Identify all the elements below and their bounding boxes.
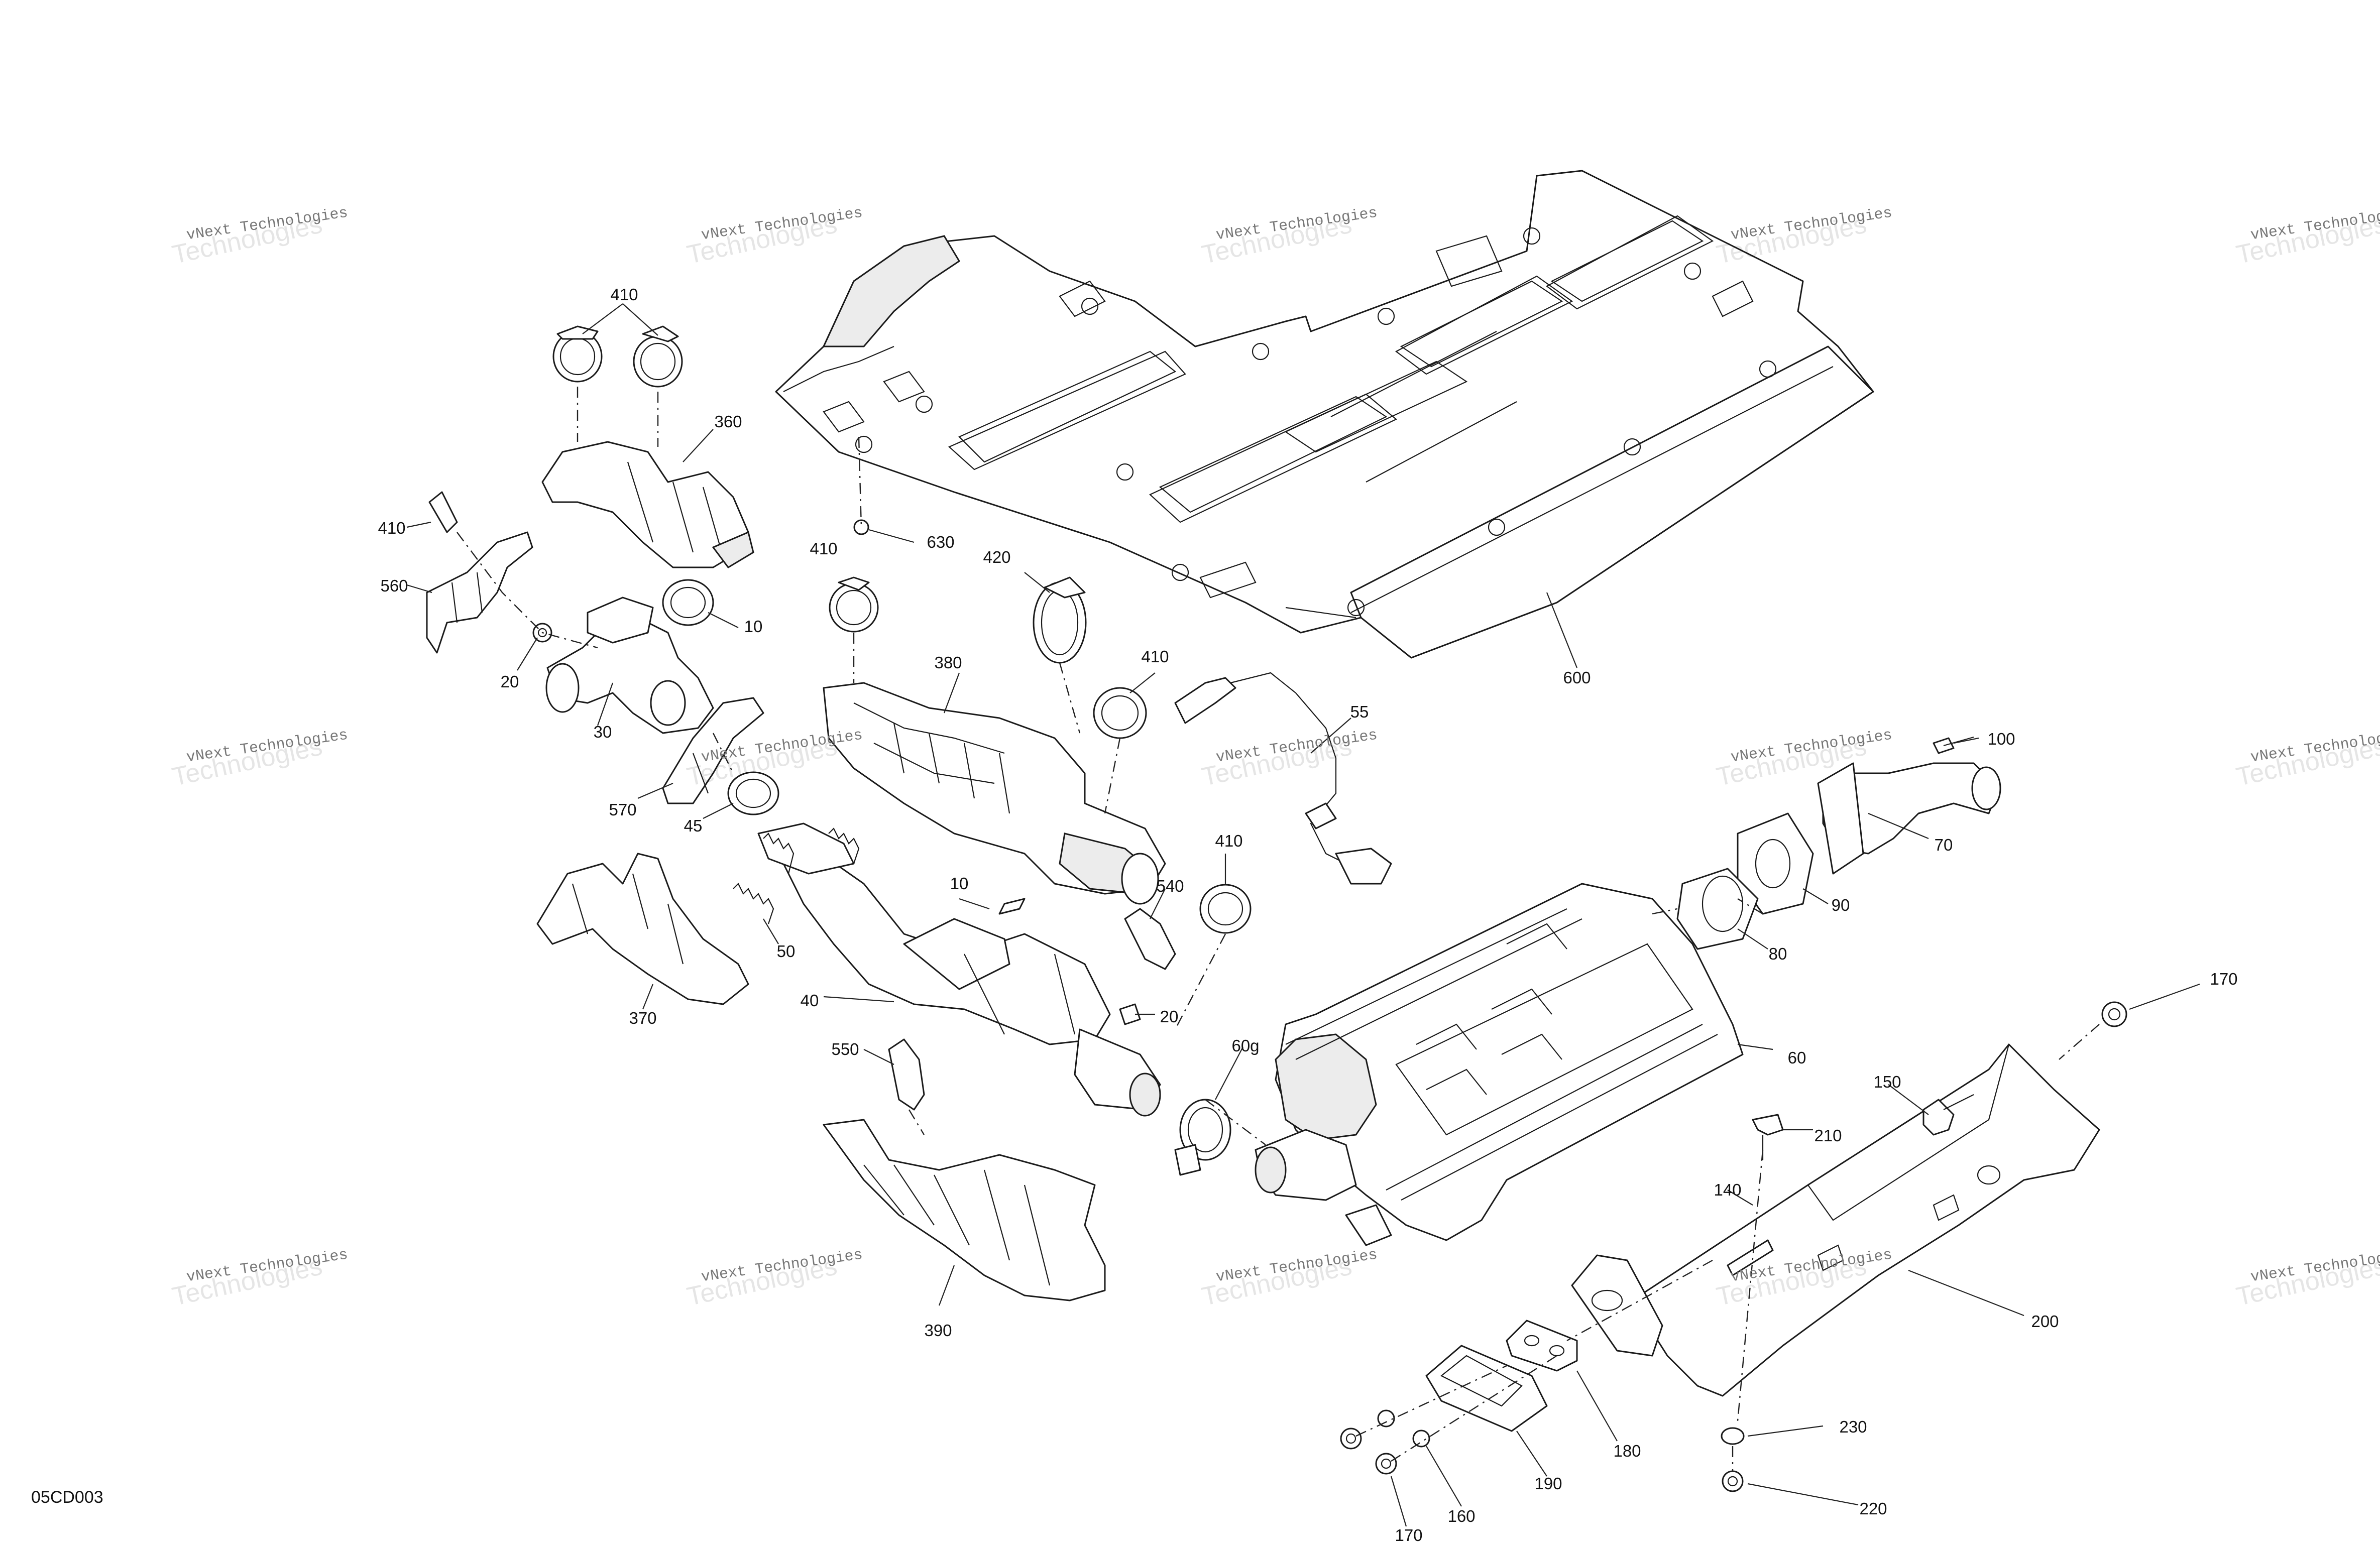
isolator-180 <box>1506 1320 1578 1372</box>
callout-410: 410 <box>810 539 838 558</box>
o2-sensor-55 <box>1174 672 1392 885</box>
bracket-200 <box>1571 1043 2100 1397</box>
shield-560 <box>426 531 533 654</box>
exhaust-pipe-40 <box>757 822 1161 1117</box>
callout-600: 600 <box>1563 668 1591 687</box>
callout-160: 160 <box>1447 1507 1476 1525</box>
callout-210: 210 <box>1814 1126 1842 1145</box>
heat-shield-380 <box>823 682 1166 905</box>
clamp-420 <box>1033 576 1087 664</box>
callout-380: 380 <box>934 653 962 672</box>
callout-190: 190 <box>1534 1474 1562 1493</box>
callout-10: 10 <box>950 874 969 893</box>
callout-560: 560 <box>380 576 408 595</box>
callout-220: 220 <box>1859 1499 1887 1518</box>
clamps-410 <box>428 325 1252 934</box>
springs-50 <box>733 827 860 924</box>
heat-shield-360 <box>541 441 754 568</box>
callout-50: 50 <box>776 942 796 961</box>
callout-370: 370 <box>629 1009 657 1027</box>
callout-90: 90 <box>1831 896 1850 914</box>
callout-170: 170 <box>1395 1526 1423 1544</box>
callout-630: 630 <box>927 533 955 551</box>
callout-390: 390 <box>924 1321 952 1340</box>
callout-150: 150 <box>1873 1073 1901 1091</box>
callout-55: 55 <box>1350 702 1369 721</box>
fasteners <box>1340 736 2127 1492</box>
callout-420: 420 <box>983 548 1011 566</box>
callout-550: 550 <box>831 1040 859 1058</box>
callout-45: 45 <box>684 816 703 835</box>
callout-570: 570 <box>609 800 637 819</box>
ring-10 <box>662 579 714 626</box>
callout-10: 10 <box>744 617 763 636</box>
shield-570 <box>662 697 764 804</box>
callout-540: 540 <box>1156 877 1184 895</box>
skid-plate-600 <box>775 170 1874 659</box>
callout-40: 40 <box>800 991 819 1010</box>
callout-360: 360 <box>714 412 742 431</box>
shield-370 <box>536 853 749 1005</box>
muffler-60 <box>1255 883 1744 1246</box>
callout-170: 170 <box>2210 970 2238 988</box>
callout-410: 410 <box>378 519 406 537</box>
callout-60g: 60g <box>1231 1036 1260 1055</box>
ring-45 <box>727 771 779 815</box>
shield-540 <box>1124 908 1176 970</box>
callout-20: 20 <box>500 672 519 691</box>
pipe-30 <box>545 597 714 734</box>
assembly-lines <box>457 387 2100 1471</box>
callout-410: 410 <box>610 285 638 304</box>
callout-410: 410 <box>1215 831 1243 850</box>
diagram-code: 05CD003 <box>31 1488 103 1507</box>
callout-230: 230 <box>1839 1417 1867 1436</box>
callout-80: 80 <box>1768 944 1787 963</box>
callout-180: 180 <box>1613 1442 1641 1460</box>
clamp-60g <box>1174 1099 1231 1176</box>
callout-20: 20 <box>1160 1007 1179 1026</box>
callout-70: 70 <box>1934 836 1953 854</box>
callout-410: 410 <box>1141 647 1169 666</box>
nuts <box>532 519 1141 1025</box>
callout-60: 60 <box>1787 1048 1806 1067</box>
callout-200: 200 <box>2031 1312 2059 1331</box>
shield-390 <box>823 1119 1106 1301</box>
tail-pipe-70 <box>1817 762 2001 875</box>
callout-140: 140 <box>1714 1180 1742 1199</box>
callout-30: 30 <box>593 723 612 741</box>
isolator-190 <box>1425 1345 1548 1432</box>
callout-100: 100 <box>1987 730 2015 748</box>
shield-550 <box>888 1038 925 1111</box>
leader-lines <box>406 303 2200 1527</box>
